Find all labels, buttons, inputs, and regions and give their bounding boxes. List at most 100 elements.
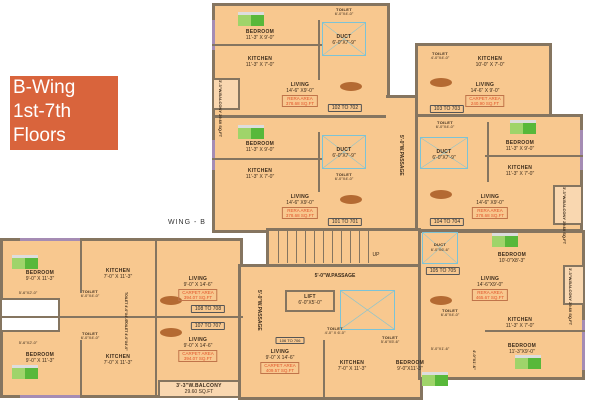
room-name: LIVING	[480, 194, 500, 200]
room-size: 6'-0"X4'-0"	[334, 176, 354, 181]
room-size: 6'-0"X4'-0"	[435, 124, 455, 129]
area-name: RERA AREA	[287, 208, 313, 213]
room-size: 11'-3" X 9'-0"	[505, 146, 535, 152]
window	[580, 130, 583, 170]
room-size: 6'-0"X4'-0"	[334, 11, 354, 16]
room-name: TOILET	[437, 120, 453, 125]
dining-table-icon	[430, 190, 452, 199]
wing-label: WING - B	[168, 219, 206, 226]
balcony-102	[212, 78, 240, 110]
room-name: TOILET	[82, 331, 98, 336]
room-name: BEDROOM	[395, 360, 425, 366]
u102-unit-label: 102 TO 702	[327, 104, 363, 112]
bed-icon	[238, 12, 264, 26]
area-value: 394.07 SQ.FT	[183, 295, 213, 300]
room-name: BEDROOM	[245, 141, 275, 147]
room-size: 11'-3" X 7'-0"	[505, 323, 535, 329]
room-name: DUCT	[433, 242, 447, 247]
lift	[285, 290, 335, 312]
room-name: BEDROOM	[25, 270, 55, 276]
room-size: 7'-0" X 11'-3"	[103, 274, 133, 280]
balcony-area: 29.60 SQ.FT	[184, 389, 214, 395]
room-size: 6'-0"X7'-9"	[332, 40, 356, 46]
passage-vertical-bottom-label: 5'-0"W.PASSAGE	[256, 290, 262, 331]
room-size: 5'-6"X5'-6"	[380, 339, 400, 344]
u105-ledge: 4'-0"X1'-6"	[472, 350, 477, 370]
lift-name: LIFT	[304, 294, 316, 300]
room-size: 11'-3" X 7'-0"	[505, 171, 535, 177]
room-size: 9'-0" X 14'-6"	[265, 355, 295, 361]
room-size: 14'-6"X9'-0"	[476, 282, 504, 288]
staircase	[270, 231, 370, 263]
window	[20, 238, 80, 241]
window	[212, 140, 215, 170]
u108-unit-label: 108 TO 708	[190, 305, 226, 313]
duct-104	[420, 137, 468, 169]
u104-unit-label: 104 TO 704	[429, 218, 465, 226]
wall	[485, 330, 585, 332]
window	[212, 20, 215, 50]
bed-icon	[492, 233, 518, 247]
u107-toilet-2: TOILET 4'-0"X4'-0"	[124, 320, 128, 351]
room-name: BEDROOM	[505, 140, 535, 146]
room-name: LIVING	[475, 82, 495, 88]
bed-icon	[12, 255, 38, 269]
u107-ledge: 5'-6"X2'-0"	[18, 340, 38, 345]
room-size: 6'-0"X6'-6"	[430, 247, 450, 252]
room-size: 9'-0" X 11'-3"	[25, 358, 55, 364]
room-size: 11'-3"X9'-0"	[509, 349, 535, 355]
title-line-1: B-Wing	[13, 77, 76, 98]
room-name: TOILET	[82, 289, 98, 294]
room-name: DUCT	[336, 147, 352, 153]
room-name: LIVING	[188, 337, 208, 343]
room-name: LIVING	[290, 82, 310, 88]
u108-toilet-2: TOILET 4'-0"X4'-0"	[124, 292, 128, 323]
room-name: LIVING	[188, 276, 208, 282]
room-size: 11'-3" X 9'-0"	[245, 147, 275, 153]
u106-unit-label: 106 TO 706	[275, 337, 305, 344]
room-size: 14'-6" X9'-0"	[476, 200, 504, 206]
wall	[0, 316, 243, 318]
room-name: LIVING	[290, 194, 310, 200]
balcony-102-label: 3'-3"W.BALCONY 29.60 SQ.FT	[218, 80, 223, 138]
balcony-104-label: 3'-3"W.BALCONY 29.60 SQ.FT	[562, 187, 567, 245]
room-name: BEDROOM	[507, 343, 537, 349]
room-name: LIVING	[480, 276, 500, 282]
bed-icon	[422, 372, 448, 386]
title-line-3: Floors	[13, 125, 66, 146]
area-name: CARPET AREA	[469, 96, 501, 101]
u106-ledge: 5'-0"X1'-6"	[430, 346, 450, 351]
room-name: DUCT	[336, 34, 352, 40]
area-value: 465.67 SQ.FT	[475, 295, 505, 300]
room-size: 6'-0"X4'-0"	[80, 335, 100, 340]
duct-102	[322, 22, 366, 56]
room-name: TOILET	[336, 7, 352, 12]
bed-icon	[12, 365, 38, 379]
room-size: 6'-0"X4'-0"	[80, 293, 100, 298]
dining-table-icon	[340, 82, 362, 91]
room-name: KITCHEN	[507, 165, 533, 171]
area-value: 378.68 SQ.FT	[475, 213, 505, 218]
bed-icon	[238, 125, 264, 139]
room-size: 14'-6" X9'-0"	[286, 88, 314, 94]
